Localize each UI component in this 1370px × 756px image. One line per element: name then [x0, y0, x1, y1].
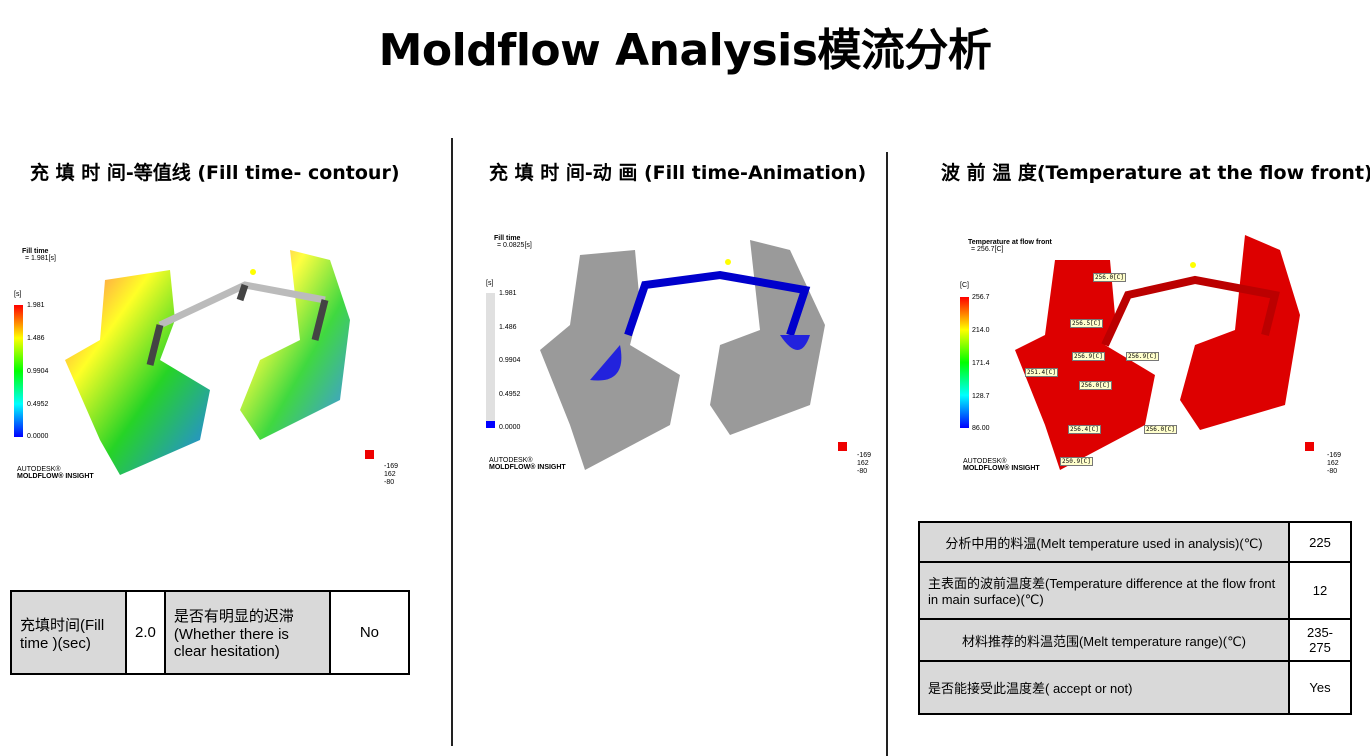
- melt-range-value: 235-275: [1288, 618, 1352, 662]
- hesitation-question: 是否有明显的迟滞(Whether there is clear hesitati…: [163, 590, 331, 675]
- result-name: Fill time: [22, 248, 49, 255]
- result-name: Temperature at flow front: [968, 239, 1052, 246]
- scale-tick: 0.0000: [499, 424, 521, 431]
- probe-label: 256.9[C]: [1072, 352, 1105, 361]
- probe-label: 256.9[C]: [1126, 352, 1159, 361]
- fill-animation-model: [540, 240, 825, 470]
- scale-unit: [C]: [960, 282, 969, 289]
- scale-tick: 1.981: [499, 290, 517, 297]
- scale-tick: 214.0: [972, 327, 990, 334]
- result-name: Fill time: [494, 235, 521, 242]
- moldflow-logo: MOLDFLOW® INSIGHT: [489, 464, 566, 471]
- axis-triad-icon: [838, 442, 847, 451]
- autodesk-logo: AUTODESK®: [963, 458, 1007, 465]
- probe-label: 250.9[C]: [1060, 457, 1093, 466]
- scale-tick: 1.486: [27, 335, 45, 342]
- autodesk-logo: AUTODESK®: [17, 466, 61, 473]
- fill-contour-model: [65, 250, 350, 475]
- result-value: = 256.7[C]: [971, 246, 1004, 253]
- fill-time-label: 充填时间(Fill time )(sec): [10, 590, 127, 675]
- color-scale-bar: [14, 305, 23, 437]
- scale-tick: 1.981: [27, 302, 45, 309]
- probe-label: 256.0[C]: [1144, 425, 1177, 434]
- result-value: = 0.0825[s]: [497, 242, 532, 249]
- accept-value: Yes: [1288, 660, 1352, 715]
- temperature-table: 分析中用的料温(Melt temperature used in analysi…: [918, 521, 1352, 715]
- moldflow-logo: MOLDFLOW® INSIGHT: [963, 465, 1040, 472]
- hesitation-answer: No: [328, 590, 411, 675]
- melt-temp-value: 225: [1288, 521, 1352, 563]
- probe-label: 256.0[C]: [1093, 273, 1126, 282]
- panel-heading-fill-animation: 充 填 时 间-动 画 (Fill time-Animation): [489, 162, 867, 184]
- fill-time-value: 2.0: [125, 590, 166, 675]
- probe-label: 256.0[C]: [1079, 381, 1112, 390]
- panel-heading-flow-front-temp: 波 前 温 度(Temperature at the flow front): [941, 162, 1370, 184]
- divider: [451, 138, 453, 746]
- scale-tick: 128.7: [972, 393, 990, 400]
- scale-tick: 0.9904: [499, 357, 521, 364]
- temp-diff-value: 12: [1288, 561, 1352, 620]
- scale-tick: 1.486: [499, 324, 517, 331]
- probe-label: 256.4[C]: [1068, 425, 1101, 434]
- probe-label: 251.4[C]: [1025, 368, 1058, 377]
- color-scale-bar: [486, 293, 495, 428]
- divider: [886, 152, 888, 756]
- scale-tick: 0.4952: [499, 391, 521, 398]
- axis-triad-icon: [1305, 442, 1314, 451]
- scale-unit: [s]: [486, 280, 494, 287]
- page-title: Moldflow Analysis模流分析: [378, 25, 992, 76]
- scale-tick: 0.9904: [27, 368, 49, 375]
- result-value: = 1.981[s]: [25, 255, 56, 262]
- scale-unit: [s]: [14, 291, 22, 298]
- melt-temp-label: 分析中用的料温(Melt temperature used in analysi…: [918, 521, 1290, 563]
- fill-time-table: 充填时间(Fill time )(sec) 2.0 是否有明显的迟滞(Wheth…: [10, 590, 411, 675]
- scale-tick: 256.7: [972, 294, 990, 301]
- accept-label: 是否能接受此温度差( accept or not): [918, 660, 1290, 715]
- moldflow-logo: MOLDFLOW® INSIGHT: [17, 473, 94, 480]
- melt-range-label: 材料推荐的料温范围(Melt temperature range)(℃): [918, 618, 1290, 662]
- panel-heading-fill-contour: 充 填 时 间-等值线 (Fill time- contour): [30, 162, 400, 184]
- scale-tick: 0.4952: [27, 401, 49, 408]
- flow-front-temp-model: [1015, 235, 1300, 470]
- scale-tick: 171.4: [972, 360, 990, 367]
- temp-diff-label: 主表面的波前温度差(Temperature difference at the …: [918, 561, 1290, 620]
- scale-tick: 86.00: [972, 425, 990, 432]
- color-scale-bar: [960, 297, 969, 428]
- axis-triad-icon: [365, 450, 374, 459]
- scale-tick: 0.0000: [27, 433, 49, 440]
- autodesk-logo: AUTODESK®: [489, 457, 533, 464]
- probe-label: 256.5[C]: [1070, 319, 1103, 328]
